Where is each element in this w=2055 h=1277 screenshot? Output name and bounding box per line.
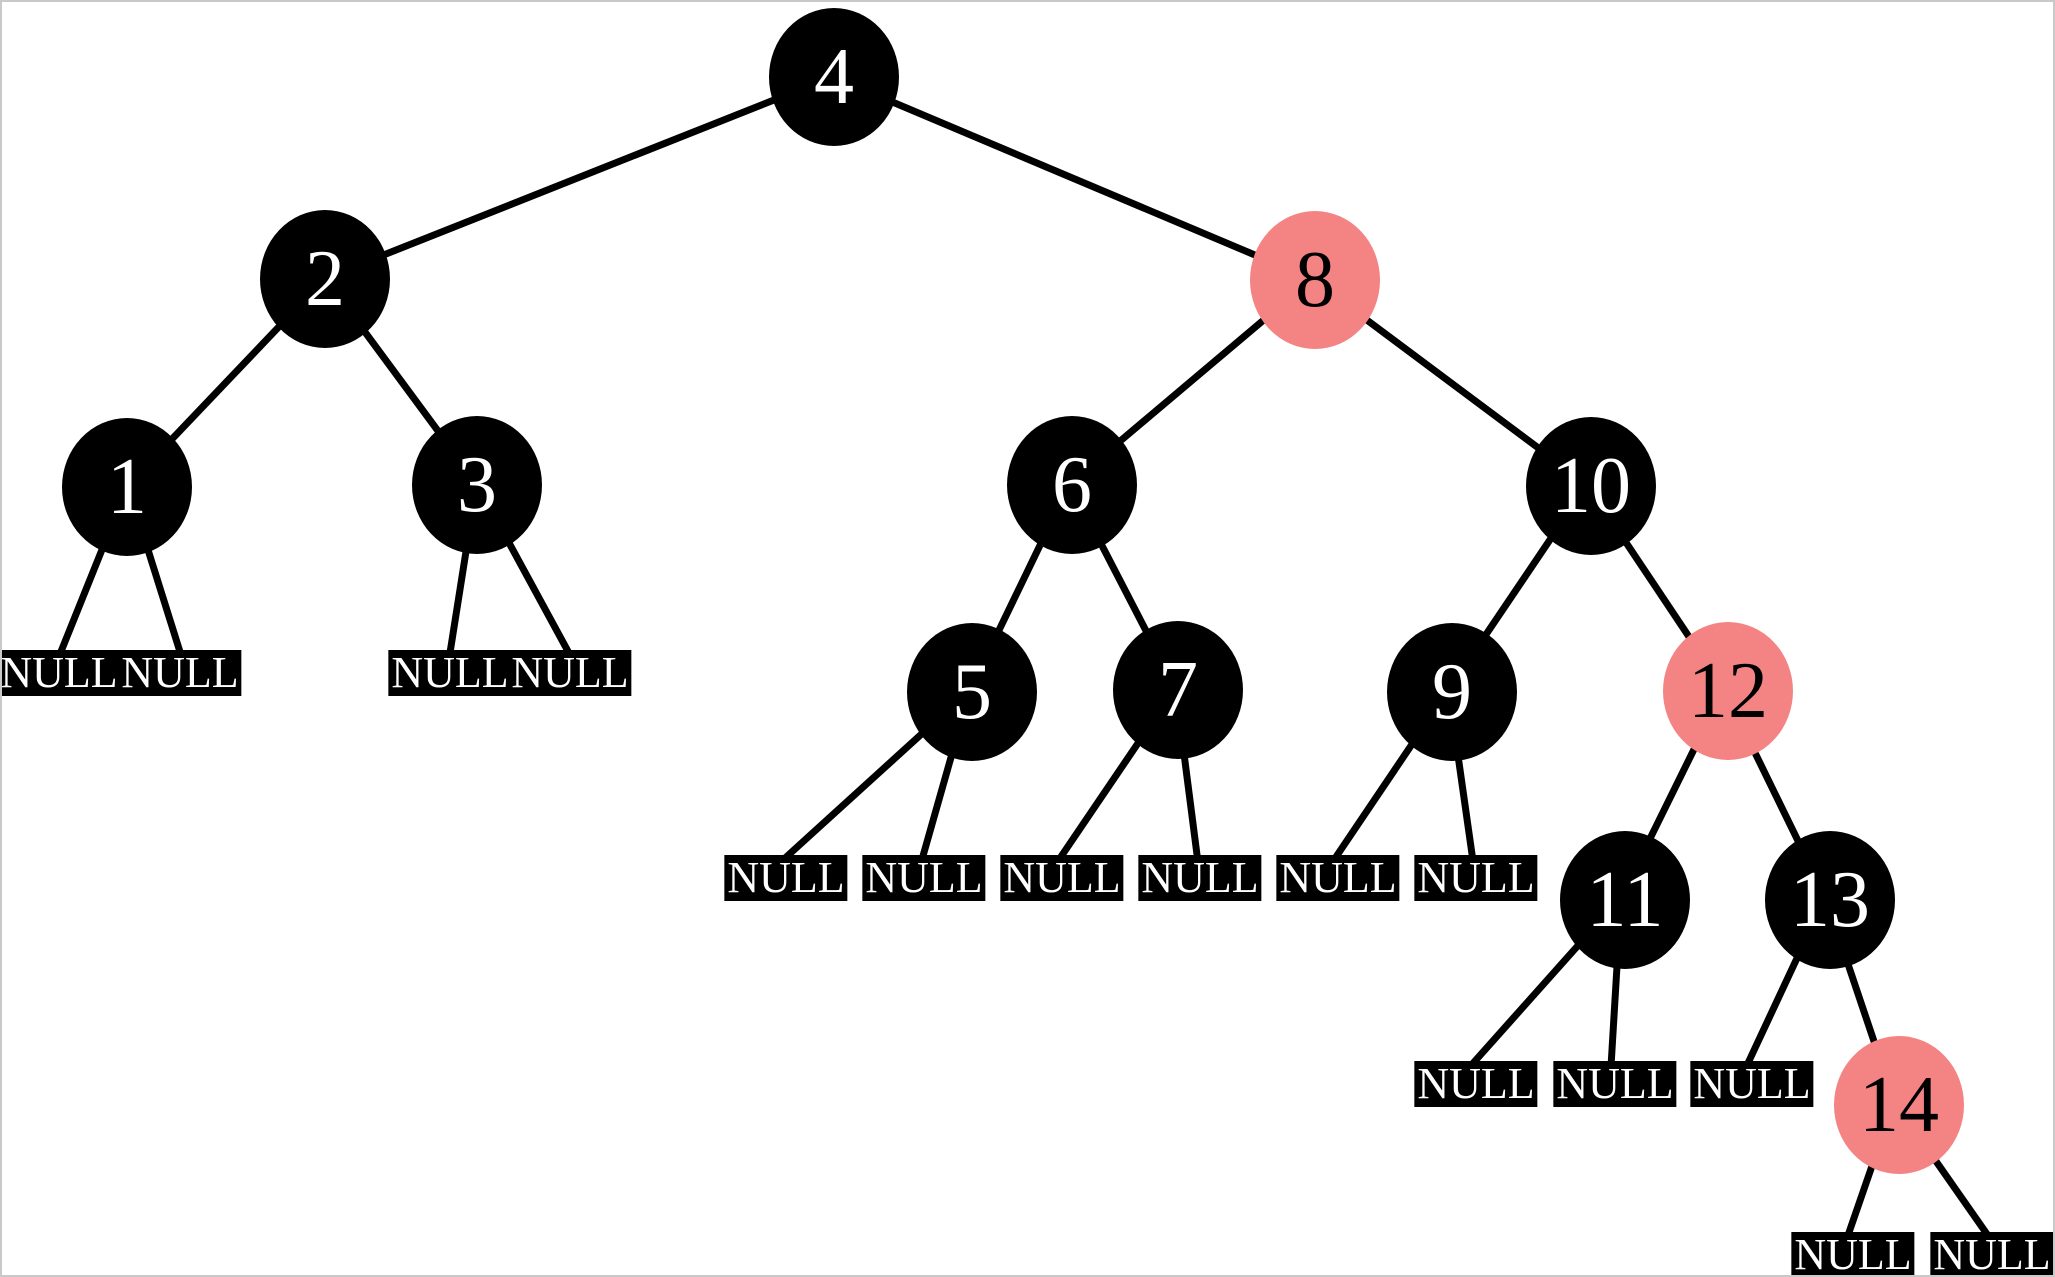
- null-3-left-leaf: NULL: [388, 650, 512, 696]
- tree-node-3-black: 3: [412, 416, 542, 554]
- tree-node-10-black: 10: [1526, 417, 1656, 555]
- null-7-left-leaf: NULL: [1000, 855, 1124, 901]
- tree-edge-4-2: [323, 73, 834, 282]
- null-11-left-leaf: NULL: [1414, 1061, 1538, 1107]
- null-9-left-leaf: NULL: [1276, 855, 1400, 901]
- null-1-right-leaf: NULL: [118, 650, 242, 696]
- tree-node-8-red: 8: [1250, 211, 1380, 349]
- tree-edge-4-8: [831, 73, 1314, 283]
- tree-node-9-black: 9: [1387, 623, 1517, 761]
- tree-node-1-black: 1: [62, 418, 192, 556]
- null-5-right-leaf: NULL: [862, 855, 986, 901]
- null-14-right-leaf: NULL: [1930, 1232, 2053, 1275]
- null-9-right-leaf: NULL: [1414, 855, 1538, 901]
- null-11-right-leaf: NULL: [1553, 1061, 1677, 1107]
- null-14-left-leaf: NULL: [1791, 1232, 1915, 1275]
- tree-node-7-black: 7: [1113, 621, 1243, 759]
- tree-node-2-black: 2: [260, 210, 390, 348]
- null-3-right-leaf: NULL: [508, 650, 632, 696]
- tree-node-12-red: 12: [1663, 622, 1793, 760]
- tree-node-6-black: 6: [1007, 416, 1137, 554]
- tree-node-13-black: 13: [1765, 831, 1895, 969]
- tree-node-5-black: 5: [907, 623, 1037, 761]
- null-13-left-leaf: NULL: [1690, 1061, 1814, 1107]
- tree-node-4-black: 4: [769, 8, 899, 146]
- tree-node-14-red: 14: [1834, 1036, 1964, 1174]
- null-5-left-leaf: NULL: [724, 855, 848, 901]
- null-1-left-leaf: NULL: [2, 650, 121, 696]
- null-7-right-leaf: NULL: [1138, 855, 1262, 901]
- tree-node-11-black: 11: [1560, 831, 1690, 969]
